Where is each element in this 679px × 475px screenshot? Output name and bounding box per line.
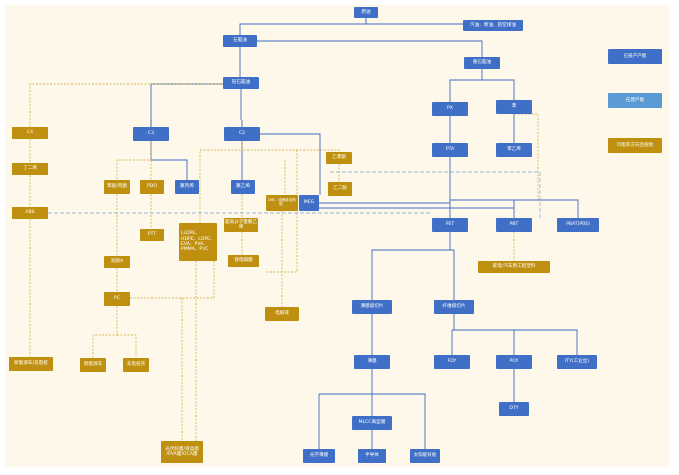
line-side (265, 150, 298, 273)
node-lithium-film: 锂电隔膜 (228, 255, 259, 267)
node-auto-new: 新能源车/充电桩 (9, 357, 53, 371)
node-c3: C3 (133, 127, 169, 141)
line-c3-pp (150, 141, 188, 180)
node-charger: 充电桩壳 (123, 358, 149, 372)
line-reform-px (449, 69, 483, 102)
legend-building: 在建产能 (608, 93, 662, 108)
line-fiber-ity (452, 329, 578, 355)
node-display: 光伏胶膜/液晶膜 /PVA膜/OCA膜 (161, 441, 203, 463)
node-ity: ITY(工业丝) (557, 355, 597, 369)
line-benzene-pbat (514, 113, 539, 200)
line-c3-phenol (116, 141, 152, 180)
node-pet: PET (432, 218, 468, 232)
line-crude-fuels (365, 18, 463, 25)
node-dty: DTY (499, 402, 529, 416)
node-light-hc: 轻石脑油 (223, 77, 259, 89)
node-solar: 太阳能背板 (410, 449, 440, 463)
line-styrene-abs (330, 171, 541, 220)
node-film: 薄膜 (354, 355, 390, 369)
line-film-solar (319, 393, 426, 449)
node-naphtha: 石脑油 (223, 35, 257, 47)
node-polyolefins: LLDPE、 HDPE、LDPE、 EVA、PVA、 PMMA、PVC (179, 223, 217, 261)
node-fdy: FDY (434, 355, 470, 369)
node-pp: 聚丙烯 (175, 180, 199, 194)
node-bpa: 双酚A (104, 256, 130, 268)
node-semi: 半导体 (358, 449, 386, 463)
node-eb2: 乙二胺 (328, 182, 352, 196)
line-pta-pbt (450, 199, 515, 218)
line-c2-meg (260, 133, 321, 195)
node-fuels: 汽油、柴油、航空煤油 (463, 20, 523, 31)
node-ethylbenzene: 乙苯酮 (326, 152, 352, 164)
line-pc-newenergy (92, 306, 118, 358)
node-butadiene: 丁二烯 (12, 163, 48, 175)
node-crude: 原油 (354, 7, 378, 18)
node-benzene: 苯 (496, 100, 532, 114)
line-pet-fiber-chip (450, 249, 455, 300)
line-light-c4 (29, 83, 241, 127)
diagram-background (5, 5, 669, 467)
node-optical: 光学薄膜 (303, 449, 335, 463)
line-c2-ethylbenzene (241, 141, 340, 152)
node-film-chip: 薄膜级切片 (352, 300, 392, 314)
legend-produced: 已投产产能 (608, 49, 662, 64)
node-heavy-reform: 重石脑油 (464, 57, 500, 69)
node-pbt: PBT (496, 218, 532, 232)
line-naphtha-reform (257, 40, 483, 57)
node-meg: MEG (299, 195, 319, 211)
node-c4: C4 (12, 127, 48, 139)
node-abs: ABS (12, 207, 48, 219)
node-pc: PC (104, 292, 130, 306)
line-crude-naphtha (239, 18, 367, 35)
node-mlcc: MLCC离型膜 (352, 416, 392, 430)
node-pdo: PDO (140, 180, 164, 194)
node-new-energy: 新能源车 (80, 358, 106, 372)
legend-planned: 可能有方向且规划 (608, 138, 662, 153)
node-px: PX (432, 102, 468, 116)
node-pta: PTA (432, 143, 468, 157)
node-pbt-use: 家电/汽车用工程塑料 (478, 261, 550, 273)
line-pet-film-chip (371, 249, 450, 300)
node-fiber-chip: 纤维级切片 (434, 300, 474, 314)
node-poy: POY (496, 355, 532, 369)
line-pta-pbat (514, 199, 579, 218)
line-reform-benzene (482, 79, 515, 100)
node-phenol-acetone: 苯酚/丙酮 (104, 180, 130, 194)
node-styrene: 苯乙烯 (496, 143, 532, 157)
node-meg-planned: DMC（电解液/溶剂型） (266, 195, 298, 211)
node-uhmwpe: 超高分子量聚乙烯 (224, 218, 258, 232)
node-pbat: PBAT(PBS) (557, 218, 599, 232)
node-ptt: PTT (140, 229, 164, 241)
line-pc-charger (117, 334, 137, 358)
node-electrolyte: 电解液 (265, 307, 299, 321)
node-c2: C2 (224, 127, 260, 141)
node-pe: 聚乙烯 (231, 180, 255, 194)
